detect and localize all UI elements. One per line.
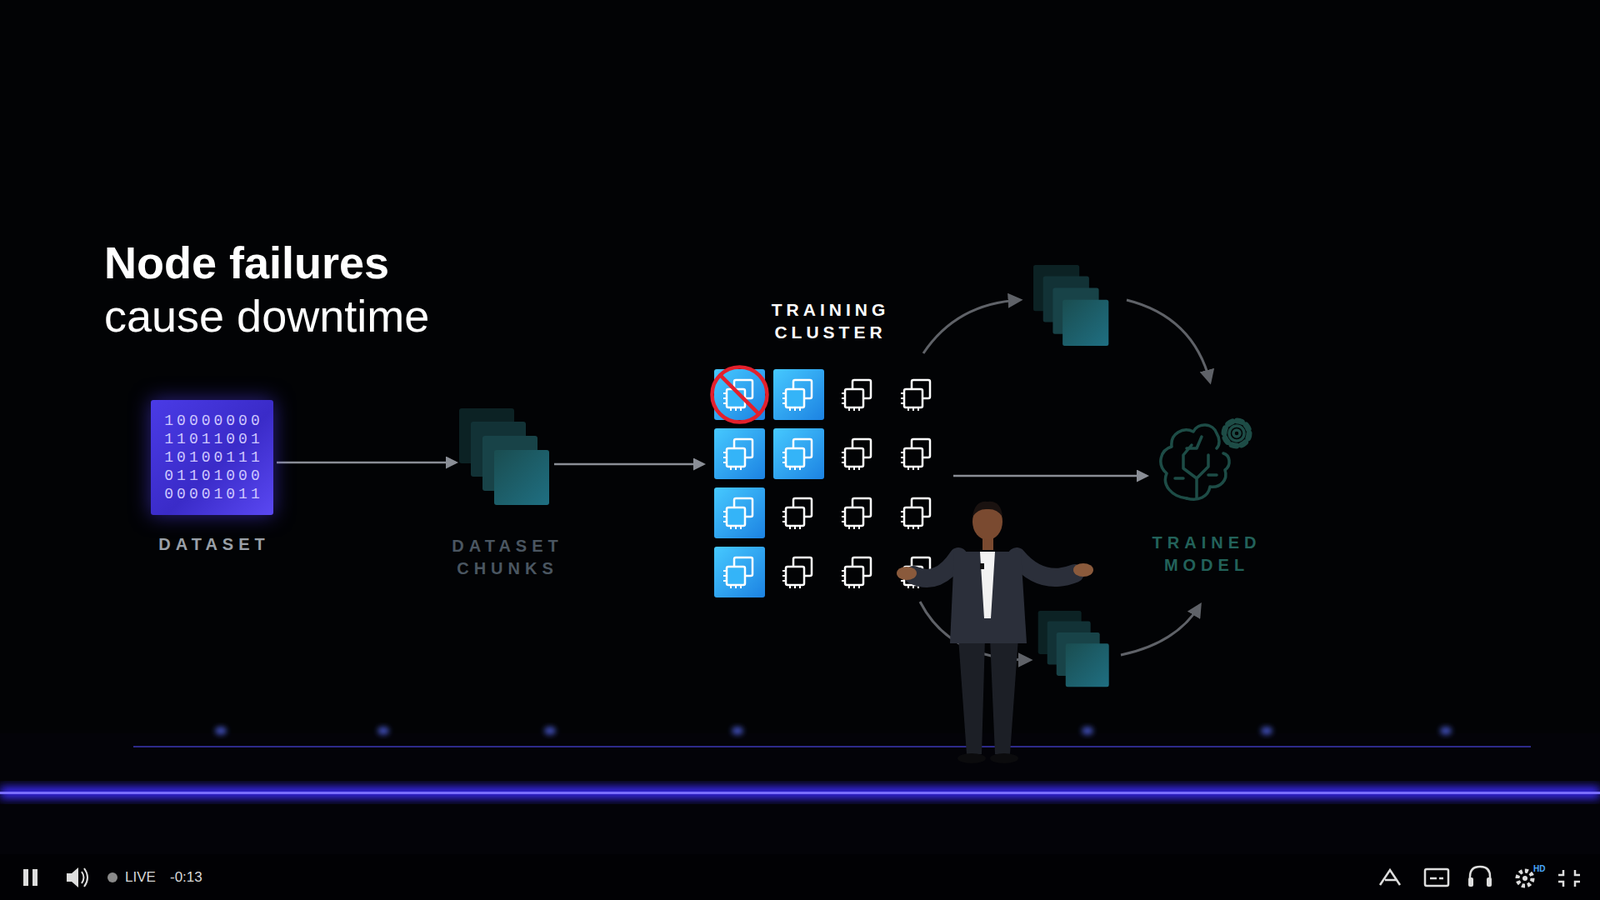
trained-model: TRAINED MODEL	[1150, 405, 1259, 514]
flow-arrow	[276, 461, 456, 465]
time-remaining: -0:13	[170, 869, 203, 886]
chunk-stack	[1038, 610, 1110, 687]
stage-glow	[0, 786, 1600, 799]
node-caption: DATASET	[128, 533, 295, 556]
gear-hub	[1233, 430, 1240, 437]
stack-squares	[459, 408, 550, 505]
presenter	[896, 501, 1094, 764]
live-indicator: LIVE	[125, 869, 156, 886]
brain-icon	[1160, 420, 1250, 500]
gear-teeth	[1224, 420, 1250, 446]
node-caption: DATASET CHUNKS	[434, 535, 576, 580]
node-caption: TRAINED MODEL	[1120, 531, 1288, 577]
chunk-stack	[1033, 265, 1109, 346]
dataset-block: 10000000 11011001 10100111 01101000 0000…	[150, 400, 274, 515]
stage-lights	[215, 726, 1452, 735]
brain-shape	[1150, 405, 1259, 514]
stage-edge	[133, 745, 1531, 748]
slide-title: Node failures cause downtime	[104, 235, 488, 343]
stage-line	[0, 791, 1600, 795]
hd-badge: HD	[1533, 864, 1545, 875]
flow-arrow	[554, 463, 704, 466]
cluster-heading: TRAINING CLUSTER	[745, 298, 912, 344]
training-cluster: TRAINING CLUSTER	[706, 291, 950, 605]
node-grid	[714, 369, 930, 598]
player-bar	[0, 854, 1600, 900]
gear-body	[1229, 425, 1245, 441]
flow-arrow	[953, 475, 1147, 478]
stack-shape	[459, 408, 551, 510]
player-icons	[23, 866, 1580, 888]
failure-symbol	[712, 367, 768, 423]
brain-line	[1186, 436, 1202, 449]
binary-data: 10000000 11011001 10100111 01101000 0000…	[158, 411, 267, 504]
chunks-stack: DATASET CHUNKS	[459, 408, 551, 510]
brain-line	[1175, 445, 1217, 499]
stage-floor	[0, 733, 1600, 900]
